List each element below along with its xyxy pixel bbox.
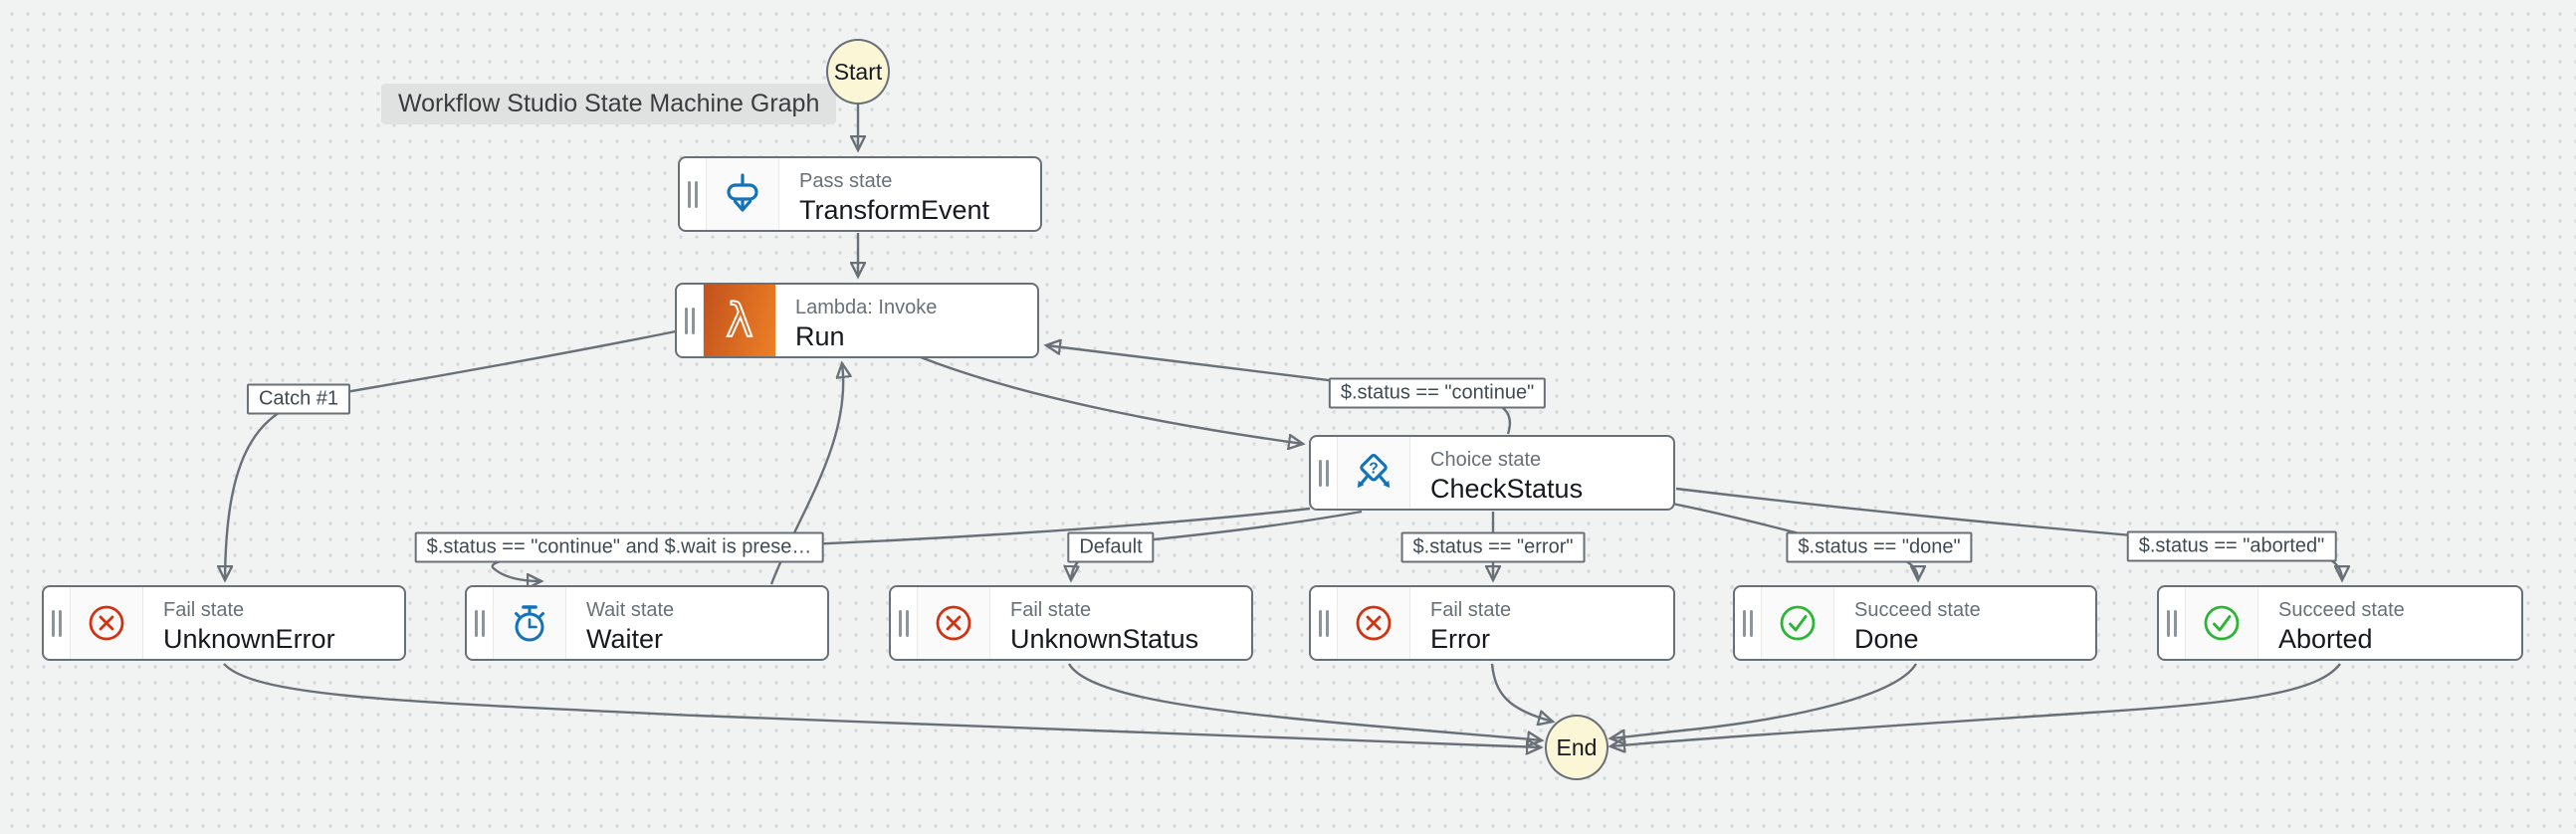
state-done[interactable]: Succeed state Done	[1733, 585, 2097, 661]
state-name: Waiter	[586, 624, 664, 654]
state-waiter[interactable]: Wait state Waiter	[465, 585, 829, 661]
edge-label-done: $.status == "done"	[1786, 531, 1973, 563]
state-type-label: Fail state	[1010, 599, 1092, 621]
drag-handle-icon[interactable]	[680, 158, 707, 230]
end-node: End	[1545, 715, 1609, 780]
fail-icon	[918, 587, 990, 659]
choice-icon: ?	[1338, 437, 1410, 509]
state-type-label: Wait state	[586, 599, 675, 621]
state-name: Run	[795, 321, 845, 351]
state-name: TransformEvent	[799, 195, 990, 225]
state-name: Done	[1854, 624, 1919, 654]
state-unknownstatus[interactable]: Fail state UnknownStatus	[889, 585, 1253, 661]
start-node-label: Start	[833, 58, 883, 85]
drag-handle-icon[interactable]	[677, 285, 704, 356]
graph-tooltip: Workflow Studio State Machine Graph	[381, 84, 837, 124]
state-unknownerror[interactable]: Fail state UnknownError	[42, 585, 406, 661]
state-name: CheckStatus	[1430, 474, 1584, 504]
edge-label-default: Default	[1067, 531, 1155, 563]
drag-handle-icon[interactable]	[1311, 437, 1338, 509]
edge-done-to-end	[1610, 663, 1918, 738]
start-node: Start	[826, 39, 890, 104]
succeed-icon	[1762, 587, 1834, 659]
state-name: Aborted	[2278, 624, 2373, 654]
state-type-label: Choice state	[1430, 449, 1542, 471]
state-type-label: Succeed state	[2278, 599, 2405, 621]
state-name: UnknownStatus	[1010, 624, 1199, 654]
succeed-icon	[2186, 587, 2258, 659]
state-aborted[interactable]: Succeed state Aborted	[2157, 585, 2523, 661]
drag-handle-icon[interactable]	[467, 587, 494, 659]
state-run[interactable]: λ Lambda: Invoke Run	[675, 283, 1039, 358]
drag-handle-icon[interactable]	[891, 587, 918, 659]
edge-label-error: $.status == "error"	[1400, 531, 1586, 563]
fail-icon	[71, 587, 143, 659]
drag-handle-icon[interactable]	[2159, 587, 2186, 659]
edge-label-continue-wait: $.status == "continue" and $.wait is pre…	[414, 531, 824, 563]
edge-label-catch1: Catch #1	[246, 383, 351, 415]
drag-handle-icon[interactable]	[1311, 587, 1338, 659]
wait-icon	[494, 587, 566, 659]
state-name: UnknownError	[163, 624, 335, 654]
end-node-label: End	[1556, 733, 1598, 760]
state-type-label: Fail state	[1430, 599, 1512, 621]
fail-icon	[1338, 587, 1410, 659]
edge-aborted-to-end	[1610, 663, 2341, 746]
state-checkstatus[interactable]: ? Choice state CheckStatus	[1309, 435, 1675, 511]
pass-icon	[707, 158, 779, 230]
drag-handle-icon[interactable]	[1735, 587, 1762, 659]
state-type-label: Fail state	[163, 599, 245, 621]
lambda-icon: λ	[704, 285, 775, 356]
edge-label-continue: $.status == "continue"	[1328, 377, 1547, 409]
state-name: Error	[1430, 624, 1490, 654]
edge-error-to-end	[1490, 663, 1553, 722]
edge-unknownstatus-to-end	[1067, 663, 1542, 740]
state-type-label: Lambda: Invoke	[795, 297, 938, 318]
drag-handle-icon[interactable]	[44, 587, 71, 659]
edge-label-aborted: $.status == "aborted"	[2126, 530, 2337, 562]
state-type-label: Pass state	[799, 170, 893, 192]
svg-text:?: ?	[1369, 461, 1379, 478]
state-error[interactable]: Fail state Error	[1309, 585, 1675, 661]
edge-unknownerror-to-end	[223, 663, 1541, 747]
state-transformevent[interactable]: Pass state TransformEvent	[678, 156, 1042, 232]
svg-text:λ: λ	[726, 294, 752, 347]
edge-run-to-checkstatus	[920, 355, 1303, 444]
state-type-label: Succeed state	[1854, 599, 1981, 621]
